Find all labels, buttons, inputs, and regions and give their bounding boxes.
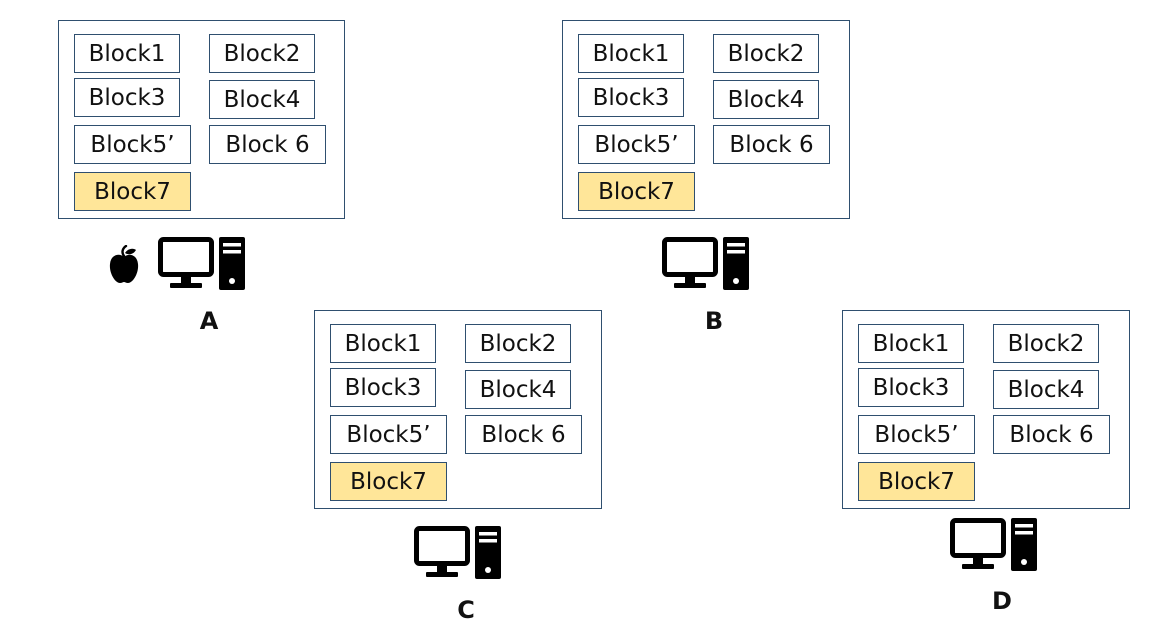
block-2: Block2: [993, 324, 1099, 363]
block-3: Block3: [330, 368, 436, 407]
computer-icon: [414, 526, 501, 579]
computer-icon: [950, 518, 1037, 571]
block-7-highlighted: Block7: [74, 172, 191, 211]
block-1: Block1: [330, 324, 436, 363]
block-1: Block1: [74, 34, 180, 73]
node-label-c: C: [457, 596, 475, 624]
node-label-a: A: [199, 307, 219, 335]
block-panel-c: Block1 Block2 Block3 Block4 Block5’ Bloc…: [314, 310, 602, 509]
block-2: Block2: [209, 34, 315, 73]
block-6: Block 6: [993, 415, 1110, 454]
block-7-highlighted: Block7: [578, 172, 695, 211]
block-7-highlighted: Block7: [858, 462, 975, 501]
block-1: Block1: [858, 324, 964, 363]
computer-icon: [158, 237, 245, 290]
block-2: Block2: [713, 34, 819, 73]
block-5-prime: Block5’: [578, 125, 695, 164]
block-6: Block 6: [713, 125, 830, 164]
block-2: Block2: [465, 324, 571, 363]
block-5-prime: Block5’: [858, 415, 975, 454]
block-1: Block1: [578, 34, 684, 73]
block-panel-b: Block1 Block2 Block3 Block4 Block5’ Bloc…: [562, 20, 850, 219]
block-4: Block4: [993, 370, 1099, 409]
computer-icon: [662, 237, 749, 290]
block-3: Block3: [74, 78, 180, 117]
block-4: Block4: [465, 370, 571, 409]
node-label-d: D: [992, 587, 1012, 615]
node-label-b: B: [704, 307, 724, 335]
apple-icon: [109, 245, 139, 283]
block-3: Block3: [578, 78, 684, 117]
block-4: Block4: [713, 80, 819, 119]
block-6: Block 6: [465, 415, 582, 454]
block-6: Block 6: [209, 125, 326, 164]
block-panel-a: Block1 Block2 Block3 Block4 Block5’ Bloc…: [58, 20, 345, 219]
block-panel-d: Block1 Block2 Block3 Block4 Block5’ Bloc…: [842, 310, 1130, 509]
block-5-prime: Block5’: [74, 125, 191, 164]
block-4: Block4: [209, 80, 315, 119]
block-3: Block3: [858, 368, 964, 407]
block-5-prime: Block5’: [330, 415, 447, 454]
block-7-highlighted: Block7: [330, 462, 447, 501]
